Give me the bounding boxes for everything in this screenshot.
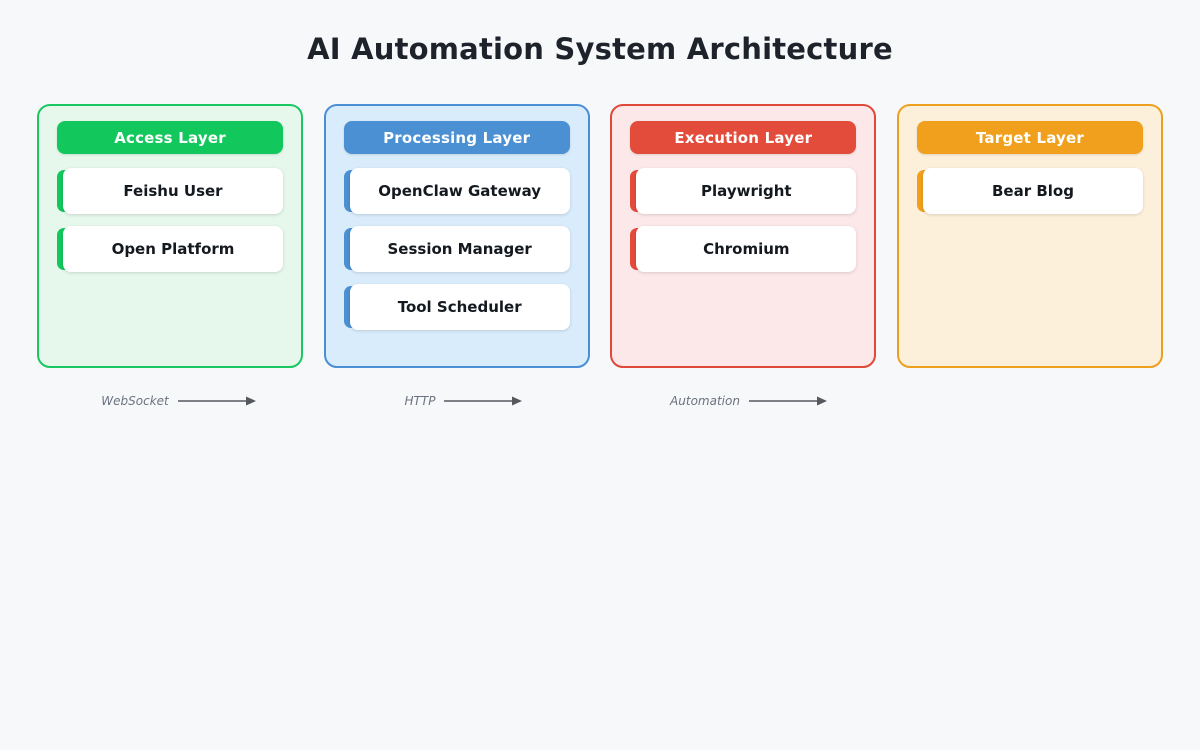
layer-items-target: Bear Blog [916,168,1143,214]
layer-item[interactable]: Feishu User [57,168,283,214]
layer-panel-processing: Processing Layer OpenClaw Gateway Sessio… [323,104,590,368]
connector-label: Automation [670,394,740,408]
item-label: OpenClaw Gateway [349,168,570,214]
layer-items-execution: Playwright Chromium [630,168,857,272]
arrow-right-icon [444,396,523,406]
page-title: AI Automation System Architecture [307,32,893,66]
layer-item[interactable]: Playwright [630,168,857,214]
layer-panel-access: Access Layer Feishu User Open Platform [37,104,303,368]
arrow-right-icon [748,396,827,406]
layer-item[interactable]: Bear Blog [916,168,1143,214]
layer-items-processing: OpenClaw Gateway Session Manager Tool Sc… [343,168,570,330]
arrow-right-icon [177,396,256,406]
item-label: Bear Blog [922,168,1143,214]
connector-automation: Automation [607,394,892,408]
layer-panel-target: Target Layer Bear Blog [896,104,1163,368]
layer-header-access: Access Layer [57,121,283,154]
layer-item[interactable]: Open Platform [57,226,283,272]
item-label: Feishu User [63,168,283,214]
layer-header-target: Target Layer [916,121,1143,154]
layer-header-execution: Execution Layer [630,121,857,154]
layer-item[interactable]: Tool Scheduler [343,284,570,330]
connectors-row: WebSocket HTTP Automation [37,394,1163,408]
layer-item[interactable]: Session Manager [343,226,570,272]
item-label: Session Manager [349,226,570,272]
item-label: Chromium [636,226,857,272]
layer-item[interactable]: OpenClaw Gateway [343,168,570,214]
layer-items-access: Feishu User Open Platform [57,168,283,272]
connector-websocket: WebSocket [37,394,322,408]
item-label: Playwright [636,168,857,214]
connector-http: HTTP [322,394,607,408]
layer-header-processing: Processing Layer [343,121,570,154]
connector-label: HTTP [404,394,436,408]
layers-row: Access Layer Feishu User Open Platform P… [37,104,1163,368]
layer-item[interactable]: Chromium [630,226,857,272]
layer-panel-execution: Execution Layer Playwright Chromium [610,104,877,368]
item-label: Tool Scheduler [349,284,570,330]
item-label: Open Platform [63,226,283,272]
connector-label: WebSocket [101,394,169,408]
